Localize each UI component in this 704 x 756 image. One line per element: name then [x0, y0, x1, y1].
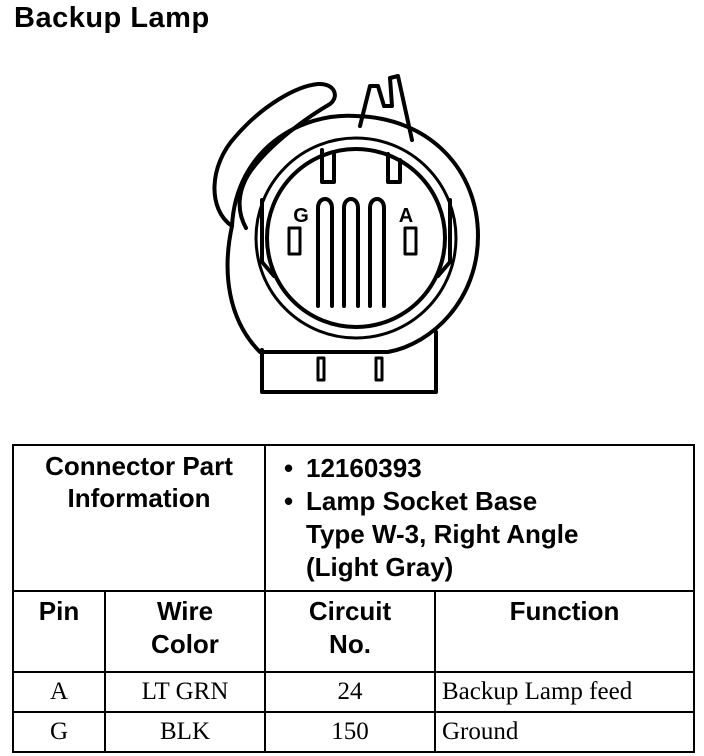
- cell-circuit: 24: [264, 671, 436, 713]
- description-line: Type W-3, Right Angle: [306, 519, 579, 549]
- part-number-line: • 12160393: [284, 452, 685, 485]
- description-line: • Lamp Socket Base: [284, 485, 685, 518]
- description-text: Lamp Socket Base: [306, 486, 538, 516]
- cell-pin: A: [12, 671, 106, 713]
- right-ear: [436, 198, 452, 278]
- cell-wire-color: LT GRN: [104, 671, 266, 713]
- column-header-line: Wire: [156, 596, 214, 626]
- table-row: A LT GRN 24 Backup Lamp feed: [12, 671, 695, 713]
- cell-circuit: 150: [264, 711, 436, 753]
- cell-pin: G: [12, 711, 106, 753]
- lead: [316, 356, 326, 382]
- contact-strip: [368, 197, 386, 308]
- connector-info-label: Connector Part Information: [12, 444, 266, 592]
- column-header-circuit: Circuit No.: [264, 590, 436, 673]
- inner-ring: [265, 147, 447, 329]
- column-header-wire-color: Wire Color: [104, 590, 266, 673]
- lead: [374, 356, 384, 382]
- column-header-line: Circuit: [308, 596, 392, 626]
- cell-function: Ground: [434, 711, 695, 753]
- table-row: G BLK 150 Ground: [12, 711, 695, 753]
- pin-label-a: A: [399, 205, 413, 227]
- top-tab: [358, 74, 414, 142]
- description-line: (Light Gray): [306, 552, 454, 582]
- cell-function: Backup Lamp feed: [434, 671, 695, 713]
- connector-info-row: Connector Part Information • 12160393 • La…: [12, 444, 695, 592]
- connector-diagram: G A: [212, 74, 480, 394]
- column-header-line: Color: [151, 629, 219, 659]
- base-block: [260, 330, 438, 394]
- ring-notch: [320, 148, 336, 184]
- column-header-line: No.: [329, 629, 371, 659]
- pin-label-g: G: [293, 205, 309, 227]
- connector-table: Connector Part Information • 12160393 • La…: [12, 444, 695, 753]
- terminal-g: [287, 226, 302, 256]
- cell-wire-color: BLK: [104, 711, 266, 753]
- bullet-icon: •: [284, 486, 294, 516]
- bullet-icon: •: [284, 453, 294, 483]
- contact-strip: [342, 197, 360, 308]
- inner-ring-rim: [254, 136, 458, 340]
- terminal-a: [403, 226, 418, 256]
- column-header-row: Pin Wire Color Circuit No. Function: [12, 590, 695, 673]
- column-header-pin: Pin: [12, 590, 106, 673]
- latch-arm: [212, 81, 337, 230]
- contact-strip: [316, 197, 334, 308]
- connector-info-details: • 12160393 • Lamp Socket Base Type W-3, Ri…: [264, 444, 695, 592]
- part-number: 12160393: [306, 453, 422, 483]
- connector-info-label-line: Information: [67, 483, 211, 513]
- page-title: Backup Lamp: [14, 2, 210, 34]
- connector-info-label-line: Connector Part: [45, 451, 233, 481]
- column-header-function: Function: [434, 590, 695, 673]
- left-ear: [260, 198, 276, 278]
- socket-body: [225, 113, 480, 354]
- ring-notch: [386, 152, 402, 184]
